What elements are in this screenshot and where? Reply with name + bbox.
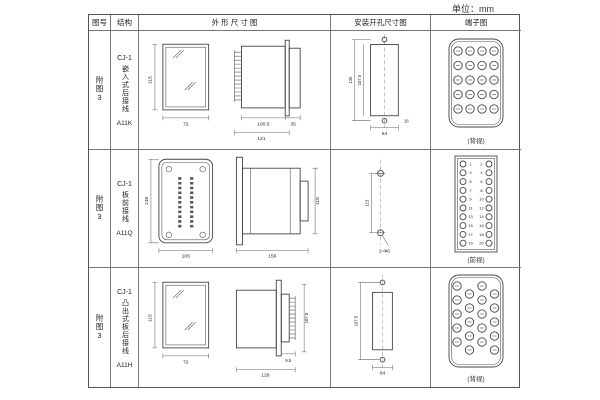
structure-row3: CJ-1 凸出式板后接线 A11H [111, 268, 139, 387]
dim-label: 115 [147, 76, 153, 84]
dim-label: 107.5 [304, 312, 309, 323]
outline-svg-a11q: 148 105 156 115 [144, 156, 321, 260]
terminal-view-label: (背视) [467, 138, 485, 146]
svg-text:2: 2 [480, 161, 483, 166]
dim-label: 115 [315, 197, 321, 205]
svg-text:7: 7 [469, 188, 472, 193]
fig-no-text: 附图3 [95, 314, 104, 342]
svg-text:15: 15 [468, 223, 473, 228]
svg-text:9: 9 [469, 197, 472, 202]
mount-style-label: 凸出式板后接线 [121, 298, 129, 355]
structure-row2: CJ-1 板前接线 A11Q [111, 149, 139, 269]
svg-text:18: 18 [479, 232, 484, 237]
fig-no-text: 附图3 [95, 76, 104, 104]
svg-text:16: 16 [479, 223, 484, 228]
mounting-drawing-row3: 107.5 64 [331, 268, 431, 387]
svg-text:19: 19 [468, 241, 473, 246]
dim-label: 107.5 [357, 74, 362, 85]
svg-text:20: 20 [479, 241, 484, 246]
mounting-drawing-row1: 135 107.5 64 16 [331, 31, 431, 150]
dim-label: 107.5 [354, 315, 359, 326]
terminal-view-label: (背视) [467, 376, 485, 384]
dim-label: 100.5 [257, 122, 270, 128]
dim-label: 16 [404, 119, 409, 124]
mounting-drawing-row2: 113 2-Φ6 [331, 149, 431, 269]
mount-style-label: 板前接线 [121, 191, 129, 224]
header-fig-no: 图号 [89, 15, 111, 31]
dim-label: 115 [147, 314, 153, 322]
svg-text:3: 3 [469, 170, 472, 175]
code-label: A11H [116, 361, 133, 369]
model-label: CJ-1 [117, 181, 132, 189]
code-label: A11Q [116, 230, 133, 238]
code-label: A11K [116, 119, 133, 127]
svg-text:4: 4 [480, 170, 483, 175]
dim-label: 105 [182, 254, 191, 260]
dim-label: 126 [261, 373, 270, 379]
dim-label: 72 [183, 122, 189, 128]
outline-svg-a11h: 115 72 9.5 126 107.5 [147, 279, 309, 379]
structure-row1: CJ-1 嵌入式后接线 A11K [111, 31, 139, 150]
unit-label: 单位：mm [452, 4, 494, 14]
mounting-svg-a11h: 107.5 64 [354, 274, 393, 377]
dim-label: 113 [365, 199, 370, 206]
dim-label: 64 [380, 371, 386, 377]
model-label: CJ-1 [117, 54, 132, 62]
header-terminal-diagram: 端子图 [431, 15, 521, 31]
outline-drawing-row2: 148 105 156 115 [139, 149, 331, 269]
dim-label: 72 [183, 359, 189, 365]
svg-text:8: 8 [480, 188, 483, 193]
dim-label: 148 [144, 197, 150, 206]
dim-label: 156 [268, 254, 277, 260]
dim-label: 121 [257, 137, 266, 143]
dim-label: 135 [348, 76, 353, 84]
terminal-diagram-row1: (背视) [431, 31, 521, 150]
svg-text:1: 1 [469, 161, 472, 166]
dim-label: 9.5 [285, 358, 292, 363]
svg-text:5: 5 [469, 179, 472, 184]
dim-label: 35 [290, 122, 296, 128]
terminal-svg-a11k [448, 38, 504, 128]
header-outline-dims: 外 形 尺 寸 图 [139, 15, 331, 31]
outline-svg-a11k: 115 72 100.5 35 121 [147, 40, 301, 143]
fig-no-row1: 附图3 [89, 31, 111, 150]
terminal-diagram-row3: (背视) [431, 268, 521, 387]
outline-drawing-row1: 115 72 100.5 35 121 [139, 31, 331, 150]
hole-spec-label: 2-Φ6 [379, 249, 390, 255]
svg-text:14: 14 [479, 214, 484, 219]
outline-drawing-row3: 115 72 9.5 126 107.5 [139, 268, 331, 387]
fig-no-text: 附图3 [95, 194, 104, 222]
mounting-svg-a11q: 113 2-Φ6 [365, 159, 390, 255]
fig-no-row3: 附图3 [89, 268, 111, 387]
svg-text:13: 13 [468, 214, 473, 219]
mount-style-label: 嵌入式后接线 [121, 64, 129, 113]
svg-text:17: 17 [468, 232, 473, 237]
svg-text:6: 6 [480, 179, 483, 184]
terminal-view-label: (前视) [467, 256, 485, 264]
dim-label: 64 [382, 131, 388, 137]
fig-no-row2: 附图3 [89, 149, 111, 269]
mounting-svg-a11k: 135 107.5 64 16 [348, 34, 409, 137]
header-mounting-hole-dims: 安装开孔尺寸图 [331, 15, 431, 31]
svg-text:12: 12 [479, 205, 484, 210]
svg-text:10: 10 [479, 197, 484, 202]
spec-table: 图号 结构 外 形 尺 寸 图 安装开孔尺寸图 端子图 附图3 CJ-1 嵌入式… [88, 14, 521, 388]
svg-text:11: 11 [468, 205, 473, 210]
model-label: CJ-1 [117, 288, 132, 296]
header-structure: 结构 [111, 15, 139, 31]
terminal-svg-a11h [448, 274, 504, 368]
